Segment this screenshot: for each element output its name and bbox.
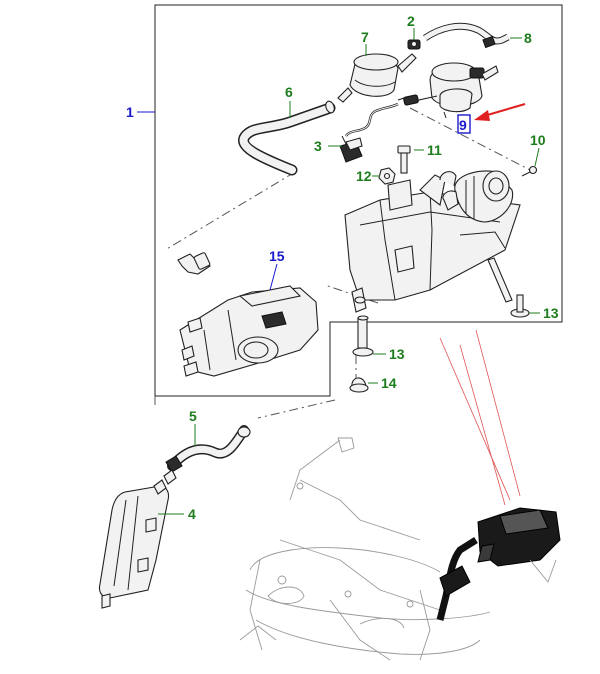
callout-14[interactable]: 14 — [381, 375, 397, 391]
callout-13-upper[interactable]: 13 — [543, 305, 559, 321]
callout-10[interactable]: 10 — [530, 132, 546, 148]
grommet-part-14 — [349, 377, 369, 393]
wire-harness — [345, 94, 438, 137]
bolt-part-13-upper — [510, 294, 530, 318]
callout-6[interactable]: 6 — [285, 84, 293, 100]
housing-part-4 — [98, 479, 170, 609]
callout-7[interactable]: 7 — [361, 29, 369, 45]
hose-part-8 — [423, 22, 510, 49]
callout-8[interactable]: 8 — [524, 30, 532, 46]
callout-2[interactable]: 2 — [407, 13, 415, 29]
callout-12[interactable]: 12 — [356, 168, 372, 184]
callout-9[interactable]: 9 — [459, 117, 467, 133]
projection-lines — [439, 329, 521, 506]
valve-part-9 — [429, 62, 499, 119]
selected-callout-box — [457, 114, 471, 134]
callout-13-lower[interactable]: 13 — [389, 346, 405, 362]
screw-part-10 — [521, 165, 538, 177]
guide-lines — [154, 107, 531, 419]
bolt-part-11 — [397, 145, 411, 174]
vehicle-location-view — [239, 437, 491, 661]
callout-3[interactable]: 3 — [314, 138, 322, 154]
callout-1[interactable]: 1 — [126, 104, 134, 120]
callout-11[interactable]: 11 — [427, 142, 442, 158]
hose-part-5 — [163, 425, 251, 485]
callout-4[interactable]: 4 — [188, 506, 196, 522]
elbow-fitting — [177, 252, 211, 275]
connector-part-3 — [339, 135, 363, 163]
hose-part-6 — [238, 100, 336, 176]
canister-part-15 — [179, 285, 319, 377]
callout-15[interactable]: 15 — [269, 248, 285, 264]
nut-part-12 — [378, 167, 396, 185]
canister-location-highlight — [436, 507, 561, 621]
actuator-assembly — [442, 170, 514, 223]
bolt-part-13-lower — [352, 315, 374, 357]
clamp-part-2 — [407, 39, 421, 50]
filter-part-7 — [337, 53, 417, 103]
callout-5[interactable]: 5 — [189, 408, 197, 424]
pointer-arrow — [474, 103, 526, 121]
leader-lines — [158, 28, 540, 515]
